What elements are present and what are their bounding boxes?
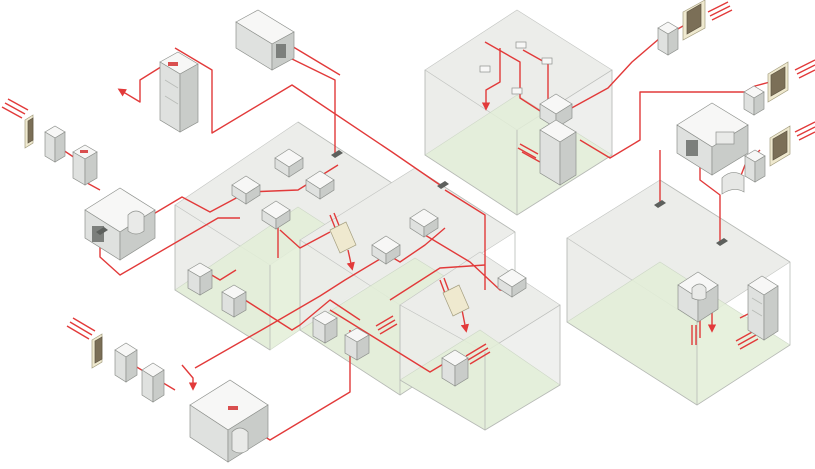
- airflow-arrow-icon: [460, 309, 470, 333]
- server-rack-icon: [539, 119, 577, 186]
- airflow-arrow-icon: [794, 121, 815, 141]
- air-handling-unit-icon: [676, 102, 749, 176]
- filter-box-icon: [44, 125, 66, 163]
- ceiling-diffuser-icon: [231, 175, 261, 205]
- filter-box-icon: [657, 21, 679, 56]
- ceiling-diffuser-icon: [409, 208, 439, 238]
- fan-coil-unit-icon: [312, 310, 338, 344]
- ceiling-diffuser-icon: [497, 268, 527, 298]
- server-rack-icon: [159, 51, 199, 133]
- airflow-arrow-icon: [66, 317, 96, 340]
- return-vent-group: [96, 150, 728, 246]
- intake-grille-icon: [682, 0, 706, 41]
- ceiling-diffuser-icon: [371, 235, 401, 265]
- intake-grille-icon: [329, 221, 357, 254]
- intake-grille-icon: [91, 333, 103, 369]
- fan-coil-unit-icon: [221, 284, 247, 318]
- airflow-arrow-icon: [465, 343, 491, 365]
- air-handling-unit-icon: [539, 93, 573, 129]
- fan-coil-unit-icon: [441, 349, 469, 387]
- airflow-arrow-icon: [735, 330, 759, 350]
- air-handling-unit-icon: [677, 271, 719, 323]
- ceiling-diffuser-icon: [261, 200, 291, 230]
- air-handling-unit-icon: [84, 187, 156, 261]
- fan-coil-unit-icon: [187, 262, 213, 296]
- room-top: [424, 9, 613, 216]
- airflow-arrow-icon: [1, 98, 29, 119]
- filter-box-icon: [743, 85, 765, 116]
- server-rack-icon: [747, 275, 779, 341]
- ceiling-diffuser-icon: [479, 41, 553, 95]
- intake-grille-icon: [769, 125, 791, 167]
- intake-arrow-group: [1, 1, 815, 365]
- airflow-arrow-icon: [794, 59, 815, 79]
- intake-grille-icon: [767, 61, 789, 103]
- airflow-arrow-icon: [517, 143, 541, 163]
- airflow-arrow-icon: [691, 325, 697, 345]
- room-right: [566, 179, 791, 406]
- filter-box-icon: [114, 342, 138, 383]
- filter-box-icon: [72, 144, 98, 186]
- fan-coil-unit-icon: [344, 327, 370, 361]
- air-handling-unit-icon: [235, 9, 295, 71]
- ceiling-diffuser-icon: [274, 148, 304, 178]
- intake-grille-icon: [24, 114, 34, 149]
- airflow-arrow-icon: [375, 315, 398, 335]
- airflow-arrow-icon: [707, 1, 733, 21]
- ceiling-diffuser-icon: [305, 170, 335, 200]
- duct-elbow-icon: [721, 172, 745, 195]
- airflow-arrow-icon: [346, 249, 355, 271]
- air-handling-unit-icon: [189, 379, 269, 463]
- intake-grille-icon: [442, 284, 470, 317]
- filter-box-icon: [141, 362, 165, 403]
- filter-box-icon: [744, 149, 766, 183]
